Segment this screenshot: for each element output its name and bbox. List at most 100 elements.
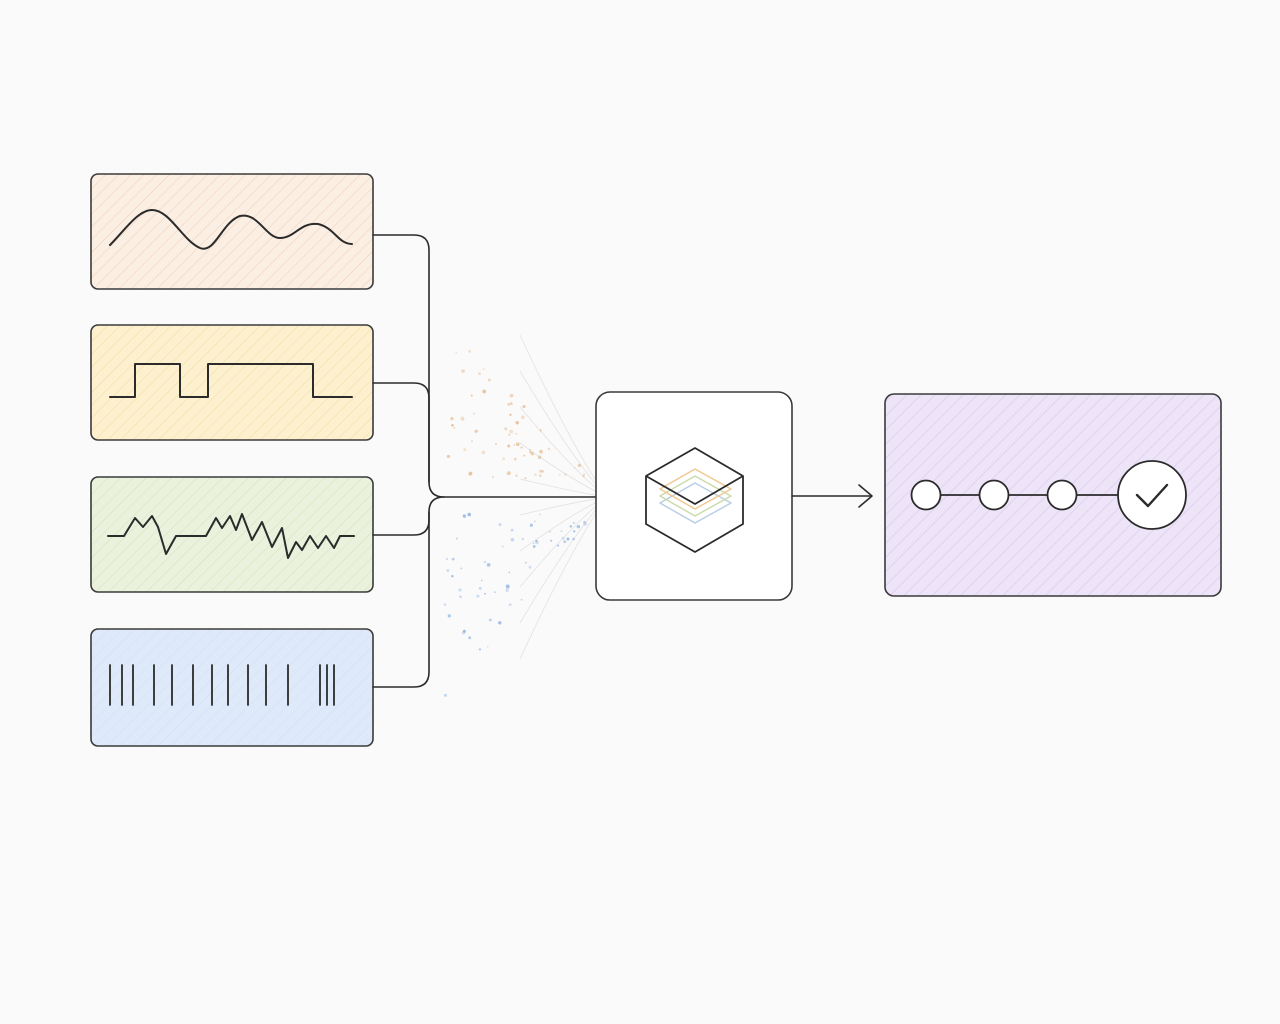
input-panel-spike-train xyxy=(90,628,374,747)
particle-dot xyxy=(467,512,472,517)
particle-dot xyxy=(461,369,465,373)
flow-line xyxy=(519,505,597,588)
particle-dot xyxy=(572,521,575,525)
particle-flow-field xyxy=(443,334,597,697)
particle-dot xyxy=(547,447,551,451)
particle-dot xyxy=(532,545,536,548)
particle-dot xyxy=(515,442,520,447)
flow-line xyxy=(519,334,597,482)
particle-dot xyxy=(510,528,514,532)
particle-dot xyxy=(521,537,525,541)
particle-dot xyxy=(468,471,473,476)
particle-dot xyxy=(515,432,518,435)
flow-line xyxy=(519,509,597,624)
particle-dot xyxy=(451,557,455,561)
particle-dot xyxy=(470,394,473,397)
particle-dot xyxy=(488,618,492,622)
spike-train-icon xyxy=(109,664,335,706)
particle-dot xyxy=(576,524,581,529)
particle-dot xyxy=(446,454,451,459)
output-panel xyxy=(884,393,1222,597)
particle-dot xyxy=(566,537,570,541)
smooth-wave-icon xyxy=(109,209,353,250)
particle-dot xyxy=(538,469,543,473)
particle-dot xyxy=(558,473,561,476)
particle-dot xyxy=(549,530,551,533)
particle-dot xyxy=(569,525,573,528)
particle-dot xyxy=(535,539,538,543)
particle-dot xyxy=(510,537,515,542)
layered-cube-icon xyxy=(645,447,744,553)
particle-dot xyxy=(455,537,458,540)
particle-dot xyxy=(443,603,447,606)
particle-dot xyxy=(508,433,511,436)
flow-line xyxy=(519,478,597,496)
particle-dot xyxy=(462,514,467,518)
particle-dot xyxy=(505,584,510,589)
particle-dot xyxy=(528,565,532,569)
input-panel-noisy-wave xyxy=(90,476,374,593)
square-wave-icon xyxy=(109,363,353,398)
particle-dot xyxy=(478,648,481,651)
particle-dot xyxy=(451,574,454,578)
particle-dot xyxy=(535,540,539,545)
particle-dot xyxy=(447,614,451,618)
particle-dot xyxy=(494,591,496,594)
flow-line xyxy=(519,502,597,552)
particle-dot xyxy=(539,513,541,516)
particle-dot xyxy=(474,429,478,433)
sequence-steps-icon xyxy=(910,460,1187,530)
particle-dot xyxy=(468,350,472,353)
particle-dot xyxy=(486,645,489,648)
particle-dot xyxy=(468,636,472,640)
particle-dot xyxy=(533,520,536,523)
particle-dot xyxy=(563,540,567,544)
final-step-node xyxy=(1117,460,1187,530)
particle-dot xyxy=(450,416,454,421)
particle-dot xyxy=(524,561,527,564)
particle-dot xyxy=(507,444,511,448)
particle-dot xyxy=(506,471,511,476)
particle-dot xyxy=(508,571,511,574)
particle-dot xyxy=(462,629,466,633)
particle-dot xyxy=(484,592,487,595)
particle-dot xyxy=(529,523,534,527)
particle-dot xyxy=(583,520,586,524)
processor-node xyxy=(595,391,793,601)
particle-dot xyxy=(459,595,462,599)
particle-dot xyxy=(458,588,462,592)
particle-dot xyxy=(540,469,544,473)
particle-dot xyxy=(524,477,527,480)
particle-dot xyxy=(482,389,487,394)
particle-dot xyxy=(515,474,518,477)
particle-dot xyxy=(486,563,491,567)
noisy-wave-icon xyxy=(107,513,355,559)
particle-dot xyxy=(487,378,491,382)
particle-dot xyxy=(482,368,485,370)
input-connectors xyxy=(372,234,597,688)
particle-dot xyxy=(515,421,519,425)
particle-dot xyxy=(460,567,463,570)
input-panel-smooth-wave xyxy=(90,173,374,290)
particle-dot xyxy=(508,603,512,607)
particle-dot xyxy=(492,476,494,478)
output-arrow xyxy=(791,484,873,508)
flow-line xyxy=(519,512,597,660)
step-node-3 xyxy=(1046,479,1078,511)
flow-line xyxy=(519,498,597,516)
particle-dot xyxy=(478,586,482,590)
particle-dot xyxy=(539,449,543,454)
particle-dot xyxy=(455,351,458,354)
flow-line xyxy=(519,406,597,489)
particle-dot xyxy=(446,568,450,573)
particle-dot xyxy=(443,693,448,697)
particle-dot xyxy=(478,372,481,376)
particle-dot xyxy=(468,474,471,476)
particle-dot xyxy=(534,473,537,476)
particle-dot xyxy=(445,558,448,560)
particle-dot xyxy=(460,416,465,421)
particle-dot xyxy=(523,454,526,457)
flow-line xyxy=(519,370,597,485)
flow-line xyxy=(519,442,597,492)
